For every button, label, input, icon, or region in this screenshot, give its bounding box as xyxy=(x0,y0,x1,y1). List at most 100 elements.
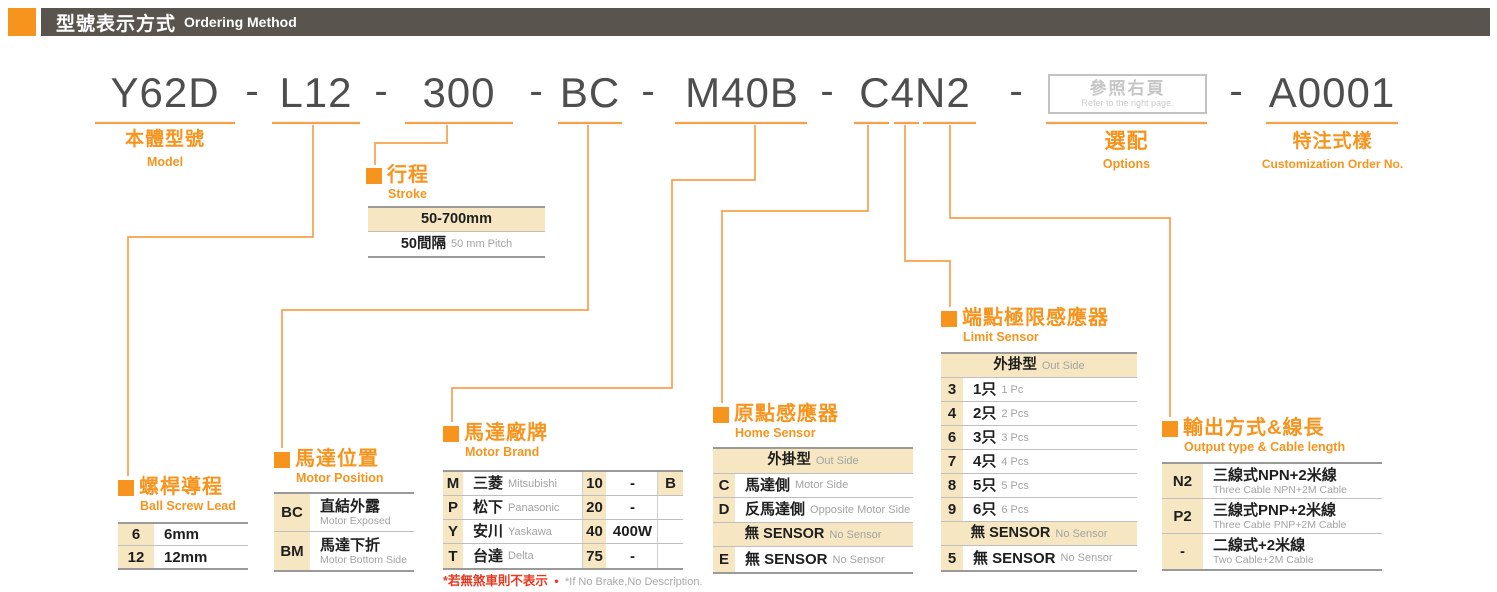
section-title-en: Output type & Cable length xyxy=(1184,440,1346,454)
section-head-home-sensor: 原點感應器 Home Sensor xyxy=(713,403,839,441)
table-row: 50-700mm xyxy=(368,208,545,232)
cell-power-code: 75 xyxy=(582,544,608,568)
cell-text-zh: 外掛型 xyxy=(993,357,1037,373)
label-model: 本體型號 Model xyxy=(95,128,235,170)
cell-text-zh: 12mm xyxy=(164,548,208,566)
cell-brake: B xyxy=(658,472,683,495)
cell-text-zh: 無 SENSOR xyxy=(745,551,828,569)
cell-text-zh: 馬達側 xyxy=(745,476,791,494)
cell-brake xyxy=(658,520,683,543)
cell-text-en: No Sensor xyxy=(1055,527,1108,540)
cell-text-zh: 三線式PNP+2米線 xyxy=(1213,501,1336,519)
bullet-square-icon xyxy=(274,452,290,468)
connector-motor-position xyxy=(281,125,589,448)
section-head-motor-position: 馬達位置 Motor Position xyxy=(274,448,384,486)
page-title-zh: 型號表示方式 xyxy=(56,13,177,35)
cell-power-code: 20 xyxy=(582,496,608,519)
cell-text-en: 4 Pcs xyxy=(1001,455,1029,468)
cell-text-zh: 50-700mm xyxy=(421,211,492,227)
cell-text-en: 1 Pc xyxy=(1001,383,1024,396)
section-head-stroke: 行程 Stroke xyxy=(366,164,429,202)
cell-text-en: Three Cable NPN+2M Cable xyxy=(1213,483,1347,496)
code-dash: - xyxy=(1009,68,1023,113)
section-title-zh: 輸出方式&線長 xyxy=(1183,417,1325,439)
cell-text-zh: 外掛型 xyxy=(767,452,811,469)
section-title-en: Limit Sensor xyxy=(963,330,1039,344)
cell-text-zh: 無 SENSOR xyxy=(973,549,1056,567)
options-reference-box: 參照右頁 Refer to the right page. xyxy=(1048,74,1207,114)
cell-text-zh: 5只 xyxy=(973,477,997,494)
cell-wattage: - xyxy=(608,544,658,568)
cell-code: 7 xyxy=(941,450,965,473)
cell-code: 8 xyxy=(941,474,965,497)
cell-text-zh: 無 SENSOR xyxy=(744,526,825,543)
code-dash: - xyxy=(374,68,388,113)
table-row: 外掛型 Out Side xyxy=(941,354,1137,378)
span-cell: 50-700mm xyxy=(368,208,545,231)
cell-description: 無 SENSOR No Sensor xyxy=(737,547,913,572)
cell-text-zh: 反馬達側 xyxy=(745,501,806,519)
cell-code: 5 xyxy=(941,546,965,570)
motor-brand-footnote: *若無煞車則不表示 • *If No Brake,No Description. xyxy=(443,570,703,590)
cell-text-en: No Sensor xyxy=(832,553,885,566)
code-segment-lead: L12 xyxy=(279,69,353,116)
code-dash: - xyxy=(529,68,543,113)
label-options-en: Options xyxy=(1102,157,1151,171)
cell-wattage: - xyxy=(608,472,658,495)
cell-text-zh: 馬達下折 xyxy=(320,536,381,554)
cell-wattage: 400W xyxy=(608,520,658,543)
bullet-square-icon xyxy=(443,426,459,442)
cell-text-zh: 直結外露 xyxy=(320,498,381,515)
cell-wattage: - xyxy=(608,496,658,519)
code-segment-stroke: 300 xyxy=(422,69,496,116)
footnote-zh: *若無煞車則不表示 xyxy=(443,574,548,588)
cell-text-en: Delta xyxy=(508,550,534,562)
bullet-square-icon xyxy=(1162,421,1178,437)
code-dash: - xyxy=(820,68,834,113)
span-cell: 外掛型 Out Side xyxy=(941,354,1137,377)
section-title-zh: 馬達位置 xyxy=(295,448,379,470)
cell-text-en: Three Cable PNP+2M Cable xyxy=(1213,518,1347,531)
code-dash: - xyxy=(1229,68,1243,113)
code-segment-customization: A0001 xyxy=(1268,69,1396,116)
cell-power-code: 10 xyxy=(582,472,608,495)
section-head-output-cable: 輸出方式&線長 Output type & Cable length xyxy=(1162,417,1345,455)
cell-text-zh: 50間隔 xyxy=(400,235,446,252)
footnote-en: *If No Brake,No Description. xyxy=(564,576,703,588)
cell-text-en: Out Side xyxy=(1041,359,1085,372)
label-options: 選配 Options xyxy=(1046,130,1207,172)
cell-code: 9 xyxy=(941,498,965,521)
code-segment-motor-brand: M40B xyxy=(685,69,799,116)
label-model-zh: 本體型號 xyxy=(124,129,205,150)
cell-text-en: Panasonic xyxy=(508,501,560,514)
connector-stroke xyxy=(374,125,448,165)
